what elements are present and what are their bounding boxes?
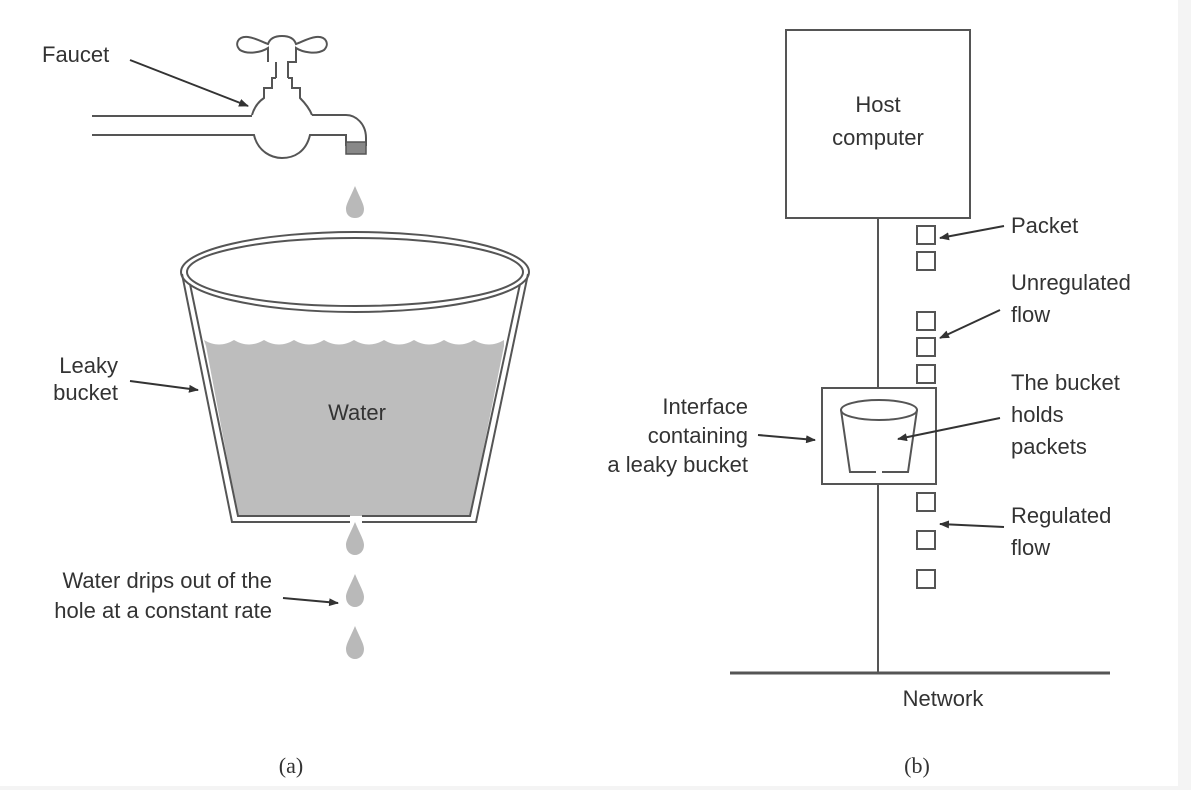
bucket-holds-arrow [897, 417, 1001, 442]
regulated-arrow [939, 520, 1005, 529]
water-drop [346, 186, 364, 218]
panel-b-caption: (b) [904, 753, 930, 778]
packet [916, 337, 936, 357]
packet-arrow [939, 225, 1005, 241]
regulated-packets [916, 492, 936, 589]
packet [916, 311, 936, 331]
packet [916, 225, 936, 245]
bucket-holds-label-line2: holds [1011, 402, 1064, 427]
unregulated-packets [916, 225, 936, 384]
faucet-arrow [129, 59, 249, 107]
host-label-line1: Host [855, 92, 900, 117]
drips [346, 522, 364, 659]
unregulated-label-line2: flow [1011, 302, 1050, 327]
interface-box [821, 387, 937, 485]
leaky-bucket [180, 231, 530, 523]
panel-a: Water Faucet Leaky bucket Water drips ou… [42, 34, 530, 778]
packet [916, 251, 936, 271]
interface-label-line2: containing [648, 423, 748, 448]
bucket-holds-label-line3: packets [1011, 434, 1087, 459]
bucket-holds-label-line1: The bucket [1011, 370, 1120, 395]
regulated-label-line1: Regulated [1011, 503, 1111, 528]
regulated-label-line2: flow [1011, 535, 1050, 560]
interface-label-line1: Interface [662, 394, 748, 419]
drips-label-line2: hole at a constant rate [54, 598, 272, 623]
drips-arrow [282, 597, 339, 607]
faucet-icon [92, 34, 367, 160]
panel-a-caption: (a) [279, 753, 303, 778]
unregulated-label-line1: Unregulated [1011, 270, 1131, 295]
leaky-bucket-label-line2: bucket [53, 380, 118, 405]
packet [916, 364, 936, 384]
host-computer-box [785, 29, 971, 219]
unregulated-arrow [939, 309, 1001, 339]
leaky-bucket-arrow [129, 380, 199, 393]
water-drop [346, 574, 364, 607]
interface-arrow [757, 434, 816, 444]
drips-label-line1: Water drips out of the [62, 568, 272, 593]
panel-b: Host computer Network Packet [607, 29, 1131, 778]
interface-label-line3: a leaky bucket [607, 452, 748, 477]
small-bucket-icon [840, 399, 918, 473]
packet [916, 530, 936, 550]
packet-label: Packet [1011, 213, 1078, 238]
packet [916, 569, 936, 589]
host-label-line2: computer [832, 125, 924, 150]
leaky-bucket-label-line1: Leaky [59, 353, 118, 378]
water-drop [346, 626, 364, 659]
network-label: Network [903, 686, 985, 711]
water-drop [346, 522, 364, 555]
packet [916, 492, 936, 512]
faucet-label: Faucet [42, 42, 109, 67]
water-label: Water [328, 400, 386, 425]
